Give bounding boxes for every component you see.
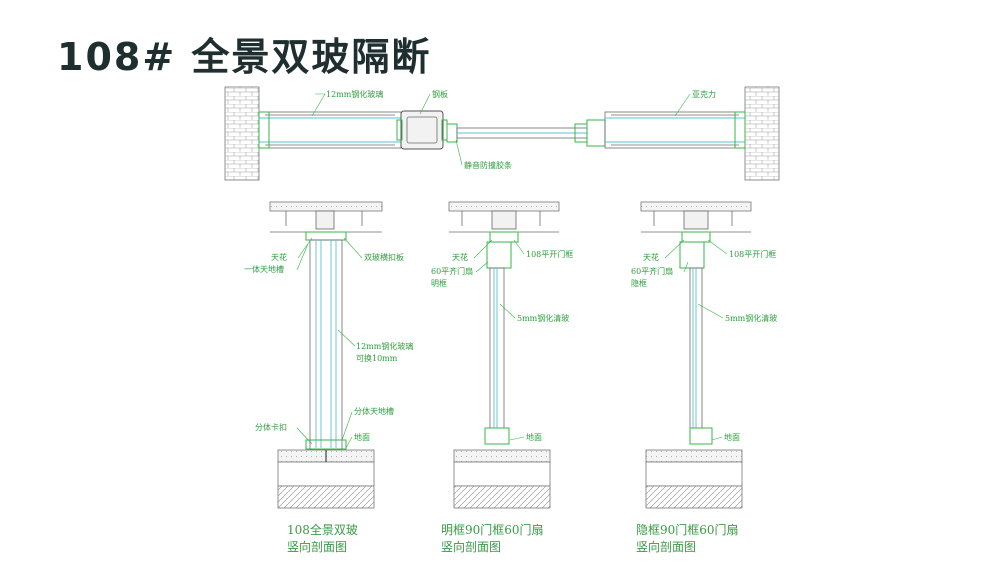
s1-label-glass2: 可换10mm bbox=[356, 353, 398, 363]
s2-label-ceiling: 天花 bbox=[452, 252, 468, 262]
s3-caption-line2: 竖向剖面图 bbox=[636, 539, 696, 554]
s3-label-glass: 5mm钢化清玻 bbox=[725, 313, 777, 323]
steel-post bbox=[396, 110, 448, 150]
s2-label-leaf1: 60平齐门扇 bbox=[431, 266, 473, 276]
label-steel-plate: 钢板 bbox=[432, 89, 448, 99]
s1-caption-line2: 竖向剖面图 bbox=[287, 539, 347, 554]
label-seal-strip: 静音防撞胶条 bbox=[464, 160, 512, 170]
s2-label-floor: 地面 bbox=[526, 432, 542, 442]
s2-label-glass: 5mm钢化清玻 bbox=[517, 313, 569, 323]
s3-label-ceiling: 天花 bbox=[643, 252, 659, 262]
s2-caption-line1: 明框90门框60门扇 bbox=[441, 522, 544, 537]
s2-label-frame: 108平开门框 bbox=[526, 249, 573, 259]
plan-view: 12mm钢化玻璃 钢板 亚克力 静音防撞胶条 bbox=[224, 86, 780, 181]
s1-label-ceiling: 天花 bbox=[271, 252, 287, 262]
left-brick-wall bbox=[224, 86, 260, 181]
section-hidden-frame-door: 天花 108平开门框 60平齐门扇 隐框 5mm钢化清玻 地面 隐框90门框60… bbox=[631, 201, 777, 554]
s1-caption-line1: 108全景双玻 bbox=[287, 522, 358, 537]
s2-caption-line2: 竖向剖面图 bbox=[441, 539, 501, 554]
s3-label-frame: 108平开门框 bbox=[729, 249, 776, 259]
s3-label-leaf1: 60平齐门扇 bbox=[631, 266, 673, 276]
door-leaf bbox=[446, 119, 606, 147]
s3-caption-line1: 隐框90门框60门扇 bbox=[636, 522, 739, 537]
s1-label-glass1: 12mm钢化玻璃 bbox=[356, 341, 413, 351]
s1-label-cover: 双玻横扣板 bbox=[364, 252, 404, 262]
s2-label-leaf2: 明框 bbox=[431, 278, 447, 288]
section-double-glass: 天花 一体天地槽 双玻横扣板 12mm钢化玻璃 可换10mm 分体卡扣 分体天地… bbox=[244, 201, 413, 554]
s3-label-leaf2: 隐框 bbox=[631, 278, 647, 288]
right-glass-panel bbox=[604, 111, 746, 149]
page-title: 108# 全景双玻隔断 bbox=[57, 35, 432, 79]
left-glass-panel bbox=[258, 111, 402, 149]
s1-label-floortrack: 分体天地槽 bbox=[354, 406, 394, 416]
s1-label-clip: 分体卡扣 bbox=[255, 422, 287, 432]
s3-label-floor: 地面 bbox=[724, 432, 740, 442]
s1-label-track: 一体天地槽 bbox=[244, 264, 284, 274]
section-exposed-frame-door: 天花 108平开门框 60平齐门扇 明框 5mm钢化清玻 地面 明框90门框60… bbox=[431, 201, 573, 554]
s1-label-floor: 地面 bbox=[354, 432, 370, 442]
label-12mm-glass: 12mm钢化玻璃 bbox=[326, 89, 383, 99]
right-brick-wall bbox=[744, 86, 780, 181]
label-acrylic: 亚克力 bbox=[692, 89, 716, 99]
